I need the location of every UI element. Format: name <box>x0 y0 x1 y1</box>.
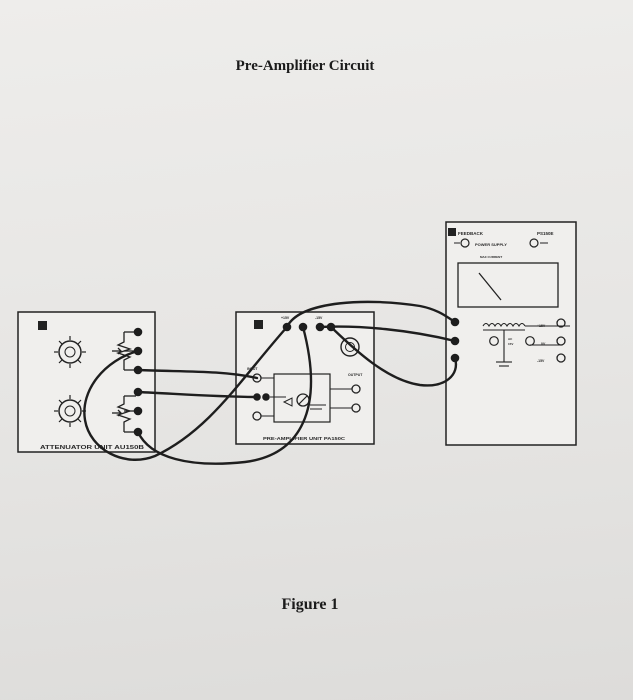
attenuator-unit: ATTENUATOR UNIT AU150B <box>17 311 156 453</box>
supply-regulator <box>525 336 535 346</box>
socket[interactable] <box>262 393 270 401</box>
figure-caption: Figure 1 <box>281 596 339 613</box>
patch-lead <box>136 390 259 399</box>
power-supply-model: PS150E <box>537 231 554 236</box>
meter-needle <box>478 272 502 301</box>
power-supply-brand: FEEDBACK <box>458 231 484 236</box>
preamp-label-output: OUTPUT <box>348 373 363 377</box>
supply-label-15v: 15V <box>508 342 513 346</box>
power-supply-terminals: +15V 0V -15V <box>537 318 566 363</box>
socket[interactable] <box>133 406 143 416</box>
terminal-plus15v[interactable] <box>556 318 566 328</box>
preamp-input-sockets <box>252 373 286 421</box>
preamp-label-minus15v: -15V <box>315 316 323 320</box>
terminal-minus15v[interactable] <box>556 353 566 363</box>
power-indicator-lamp <box>529 238 548 248</box>
patch-leads <box>83 300 458 465</box>
preamp-corner-mark <box>254 320 263 329</box>
patch-lead <box>83 325 289 461</box>
meter-caption: MAX CURRENT <box>480 255 502 259</box>
terminal-label-plus15v: +15V <box>537 324 546 328</box>
preamp-label-plus15v: +15V <box>281 316 290 320</box>
page-title: Pre-Amplifier Circuit <box>235 58 375 74</box>
terminal-label-0v: 0V <box>541 342 546 346</box>
patch-lead <box>318 325 457 343</box>
socket[interactable] <box>133 327 143 337</box>
attenuator-knob-upper[interactable] <box>54 336 86 368</box>
patch-lead <box>136 325 313 465</box>
supply-fuse <box>489 336 499 346</box>
supply-schematic <box>482 322 570 367</box>
preamp-label: PRE-AMPLIFIER UNIT PA150C <box>263 436 346 441</box>
power-supply-panel <box>445 221 577 446</box>
terminal-0v[interactable] <box>556 336 566 346</box>
patch-lead <box>329 325 458 387</box>
power-supply-label: POWER SUPPLY <box>475 242 507 247</box>
power-supply-unit: FEEDBACK PS150E POWER SUPPLY MAX CURRENT <box>445 221 577 446</box>
preamp-gain-knob[interactable] <box>340 337 360 357</box>
current-meter <box>457 262 559 308</box>
patch-lead <box>285 300 457 329</box>
attenuator-label: ATTENUATOR UNIT AU150B <box>40 445 145 451</box>
terminal-label-minus15v: -15V <box>537 359 545 363</box>
attenuator-corner-mark <box>38 321 47 330</box>
power-switch[interactable] <box>454 238 470 248</box>
amplifier-block <box>273 373 331 423</box>
power-supply-corner-mark <box>448 228 456 236</box>
preamp-output-sockets <box>330 384 361 413</box>
supply-label-ac: AC <box>508 337 513 341</box>
